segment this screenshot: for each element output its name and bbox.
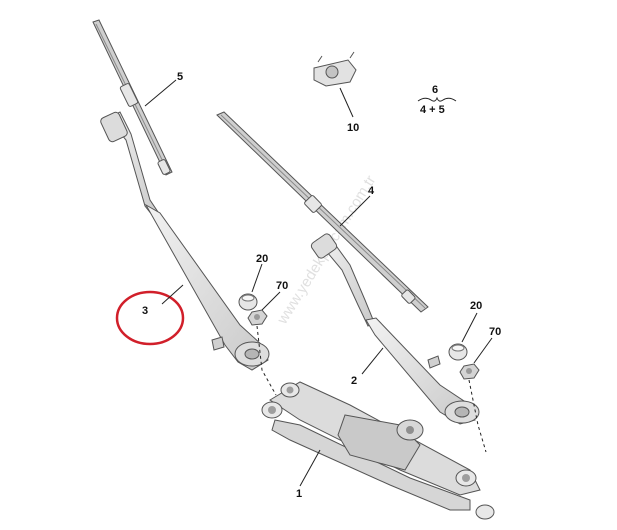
leader-10 bbox=[339, 87, 354, 118]
kit-note-6: 6 4 + 5 bbox=[417, 84, 457, 116]
wiper-arm-part-3 bbox=[100, 111, 270, 371]
callout-70-left: 70 bbox=[276, 280, 288, 292]
leader-70-left bbox=[261, 291, 281, 311]
callout-3: 3 bbox=[142, 305, 148, 317]
callout-20-right: 20 bbox=[470, 300, 482, 312]
wiper-arm-part-2 bbox=[310, 233, 480, 425]
leader-20-right bbox=[461, 312, 478, 343]
callout-2: 2 bbox=[351, 375, 357, 387]
cap-part-20-left bbox=[238, 293, 258, 311]
wiper-blade-part-4 bbox=[216, 111, 429, 313]
leader-70-right bbox=[473, 337, 493, 364]
callout-6: 6 bbox=[432, 84, 438, 96]
nut-part-70-right bbox=[459, 363, 480, 380]
callout-4: 4 bbox=[368, 185, 375, 197]
leader-1 bbox=[299, 449, 321, 487]
callout-5: 5 bbox=[177, 71, 183, 83]
wiper-linkage-part-1 bbox=[261, 381, 495, 520]
assembly-line-left bbox=[256, 325, 277, 396]
callout-6-formula: 4 + 5 bbox=[420, 104, 445, 116]
wiper-blade-part-5 bbox=[92, 19, 173, 176]
highlight-circle bbox=[115, 290, 185, 346]
callout-10: 10 bbox=[347, 122, 359, 134]
leader-5 bbox=[144, 79, 177, 107]
kit-brace bbox=[417, 96, 457, 102]
cap-part-20-right bbox=[448, 343, 468, 361]
connector-part-10 bbox=[313, 51, 357, 87]
leader-4 bbox=[339, 195, 371, 227]
callout-20-left: 20 bbox=[256, 253, 268, 265]
callout-1: 1 bbox=[296, 488, 302, 500]
nut-part-70-left bbox=[247, 309, 268, 326]
leader-20-left bbox=[251, 263, 263, 293]
leader-3 bbox=[161, 284, 184, 305]
leader-2 bbox=[361, 347, 384, 375]
callout-70-right: 70 bbox=[489, 326, 501, 338]
